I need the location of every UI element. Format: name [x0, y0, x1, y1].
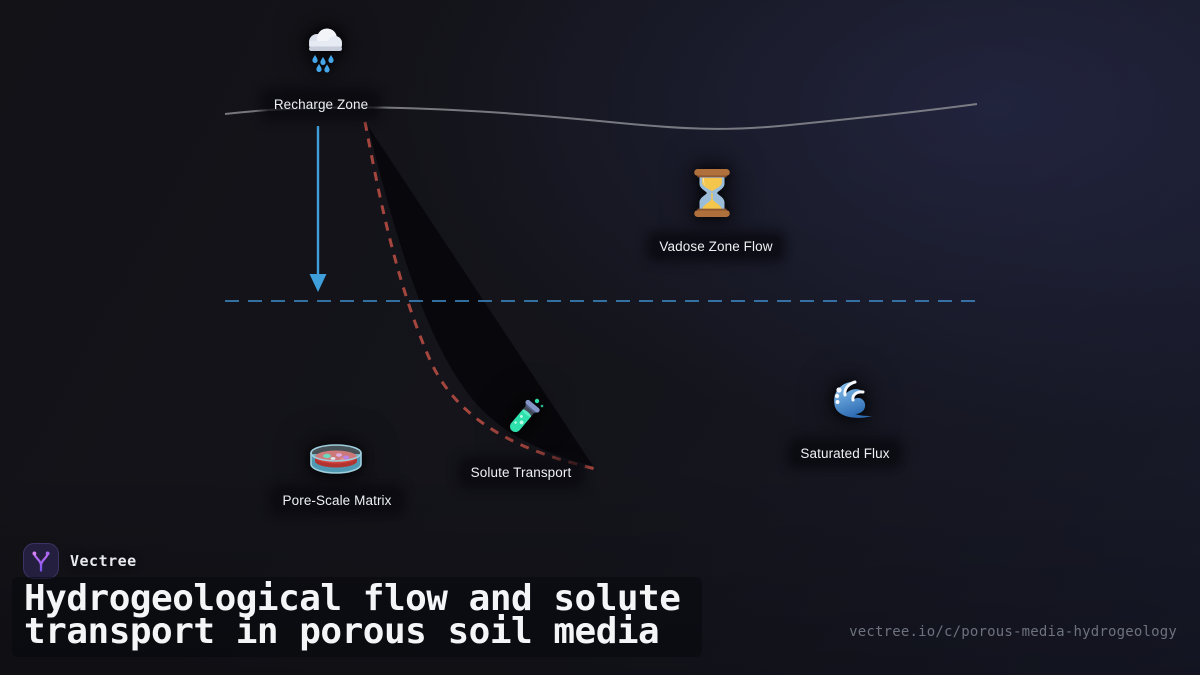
vectree-branch-icon — [32, 551, 50, 572]
title-line-2: transport in porous soil media — [24, 611, 660, 652]
shadow-cone — [368, 126, 593, 466]
title-line-1: Hydrogeological flow and solute — [24, 578, 681, 619]
canonical-url-link[interactable]: vectree.io/c/porous-media-hydrogeology — [849, 624, 1177, 640]
vectree-logo — [23, 543, 59, 579]
petri-dish-icon — [308, 442, 364, 483]
brand-name: Vectree — [70, 552, 137, 570]
label-vadose-zone-flow: Vadose Zone Flow — [652, 237, 780, 256]
rain-cloud-icon — [301, 26, 349, 79]
solute-path-curve — [363, 121, 601, 472]
test-tube-icon — [497, 394, 545, 447]
hourglass-icon — [691, 168, 733, 223]
label-recharge-zone: Recharge Zone — [266, 95, 376, 114]
brand-row: Vectree — [23, 543, 137, 579]
label-solute-transport: Solute Transport — [463, 463, 579, 482]
page-title: Hydrogeological flow and solute transpor… — [12, 577, 703, 657]
label-saturated-flux: Saturated Flux — [793, 444, 897, 463]
infiltration-arrow-head — [309, 274, 327, 292]
label-pore-scale-matrix: Pore-Scale Matrix — [275, 491, 399, 510]
wave-icon — [828, 375, 876, 428]
